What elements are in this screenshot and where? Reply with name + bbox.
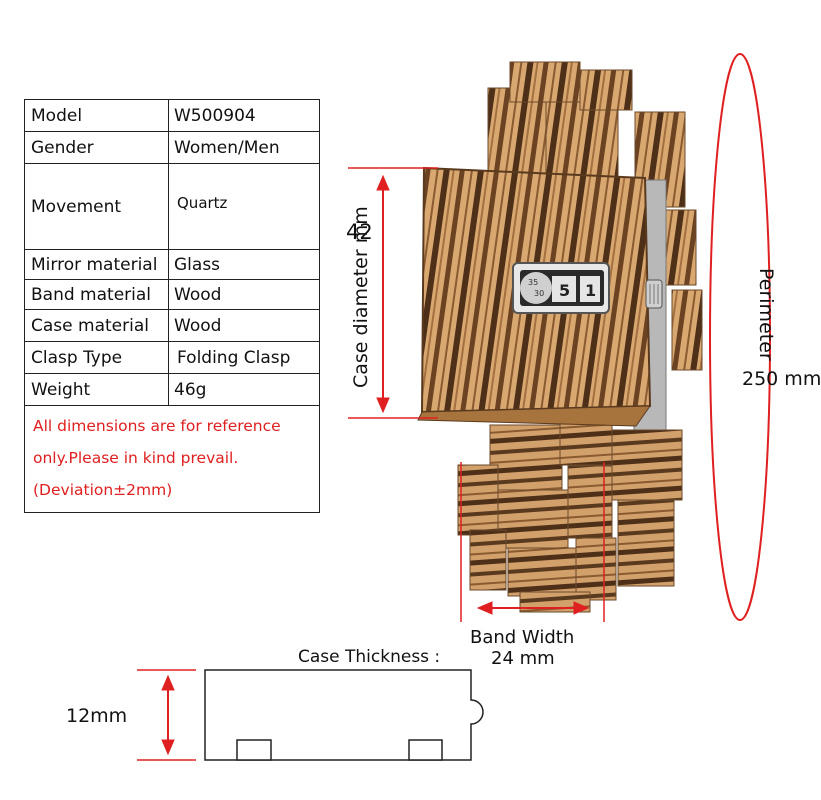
- spec-row-case: Case material Wood: [25, 310, 319, 342]
- note-line: only.Please in kind prevail.: [33, 449, 239, 467]
- spec-row-gender: Gender Women/Men: [25, 132, 319, 164]
- spec-row-clasp: Clasp Type Folding Clasp: [25, 342, 319, 374]
- case-diameter-value: 42: [346, 220, 373, 244]
- perimeter-marker: [709, 53, 771, 621]
- dial-window: 35 30 5 1: [512, 262, 610, 314]
- band-width-marker: [460, 462, 605, 622]
- spec-value: 46g: [174, 379, 207, 400]
- perimeter-label: Perimeter: [755, 268, 777, 361]
- case-thickness-value: 12mm: [66, 705, 128, 727]
- crown-icon: [645, 279, 663, 309]
- spec-value: Quartz: [177, 194, 228, 212]
- spec-value: Women/Men: [174, 137, 280, 158]
- spec-table: Model W500904 Gender Women/Men Movement …: [24, 99, 320, 513]
- spec-value: Wood: [174, 315, 222, 336]
- case-thickness-diagram: [137, 669, 484, 761]
- thickness-marker: [137, 669, 196, 761]
- spec-label: Clasp Type: [25, 342, 169, 373]
- spec-row-band: Band material Wood: [25, 280, 319, 310]
- upper-band: [487, 61, 703, 371]
- reference-note: All dimensions are for reference only.Pl…: [25, 406, 319, 512]
- spec-row-weight: Weight 46g: [25, 374, 319, 406]
- spec-label: Model: [25, 100, 169, 131]
- spec-label: Movement: [25, 164, 169, 249]
- spec-value: Folding Clasp: [177, 347, 291, 368]
- band-width-value: 24 mm: [491, 648, 555, 669]
- spec-row-model: Model W500904: [25, 100, 319, 132]
- watch-illustration: 35 30 5 1: [348, 53, 771, 622]
- spec-label: Gender: [25, 132, 169, 163]
- spec-row-mirror: Mirror material Glass: [25, 250, 319, 280]
- spec-row-movement: Movement Quartz: [25, 164, 319, 250]
- spec-label: Case material: [25, 310, 169, 341]
- note-line: All dimensions are for reference: [33, 417, 281, 435]
- spec-value: W500904: [174, 105, 256, 126]
- dial-ring-b: 30: [534, 289, 544, 298]
- spec-label: Mirror material: [25, 250, 169, 279]
- spec-value: Glass: [174, 254, 221, 275]
- spec-label: Weight: [25, 374, 169, 405]
- note-line: (Deviation±2mm): [33, 481, 173, 499]
- spec-label: Band material: [25, 280, 169, 309]
- case-diameter-marker: [348, 167, 438, 419]
- spec-value: Wood: [174, 284, 222, 305]
- case-foot: [408, 739, 443, 761]
- perimeter-value: 250 mm: [742, 368, 821, 390]
- case-profile: [204, 669, 484, 761]
- lower-band: [457, 419, 683, 613]
- dial-ring-a: 35: [528, 278, 538, 287]
- band-width-label: Band Width: [470, 627, 575, 648]
- case-thickness-label: Case Thickness :: [298, 647, 441, 667]
- dial-digit-right: 1: [585, 281, 596, 300]
- dial-digit-left: 5: [559, 281, 570, 300]
- case-foot: [236, 739, 272, 761]
